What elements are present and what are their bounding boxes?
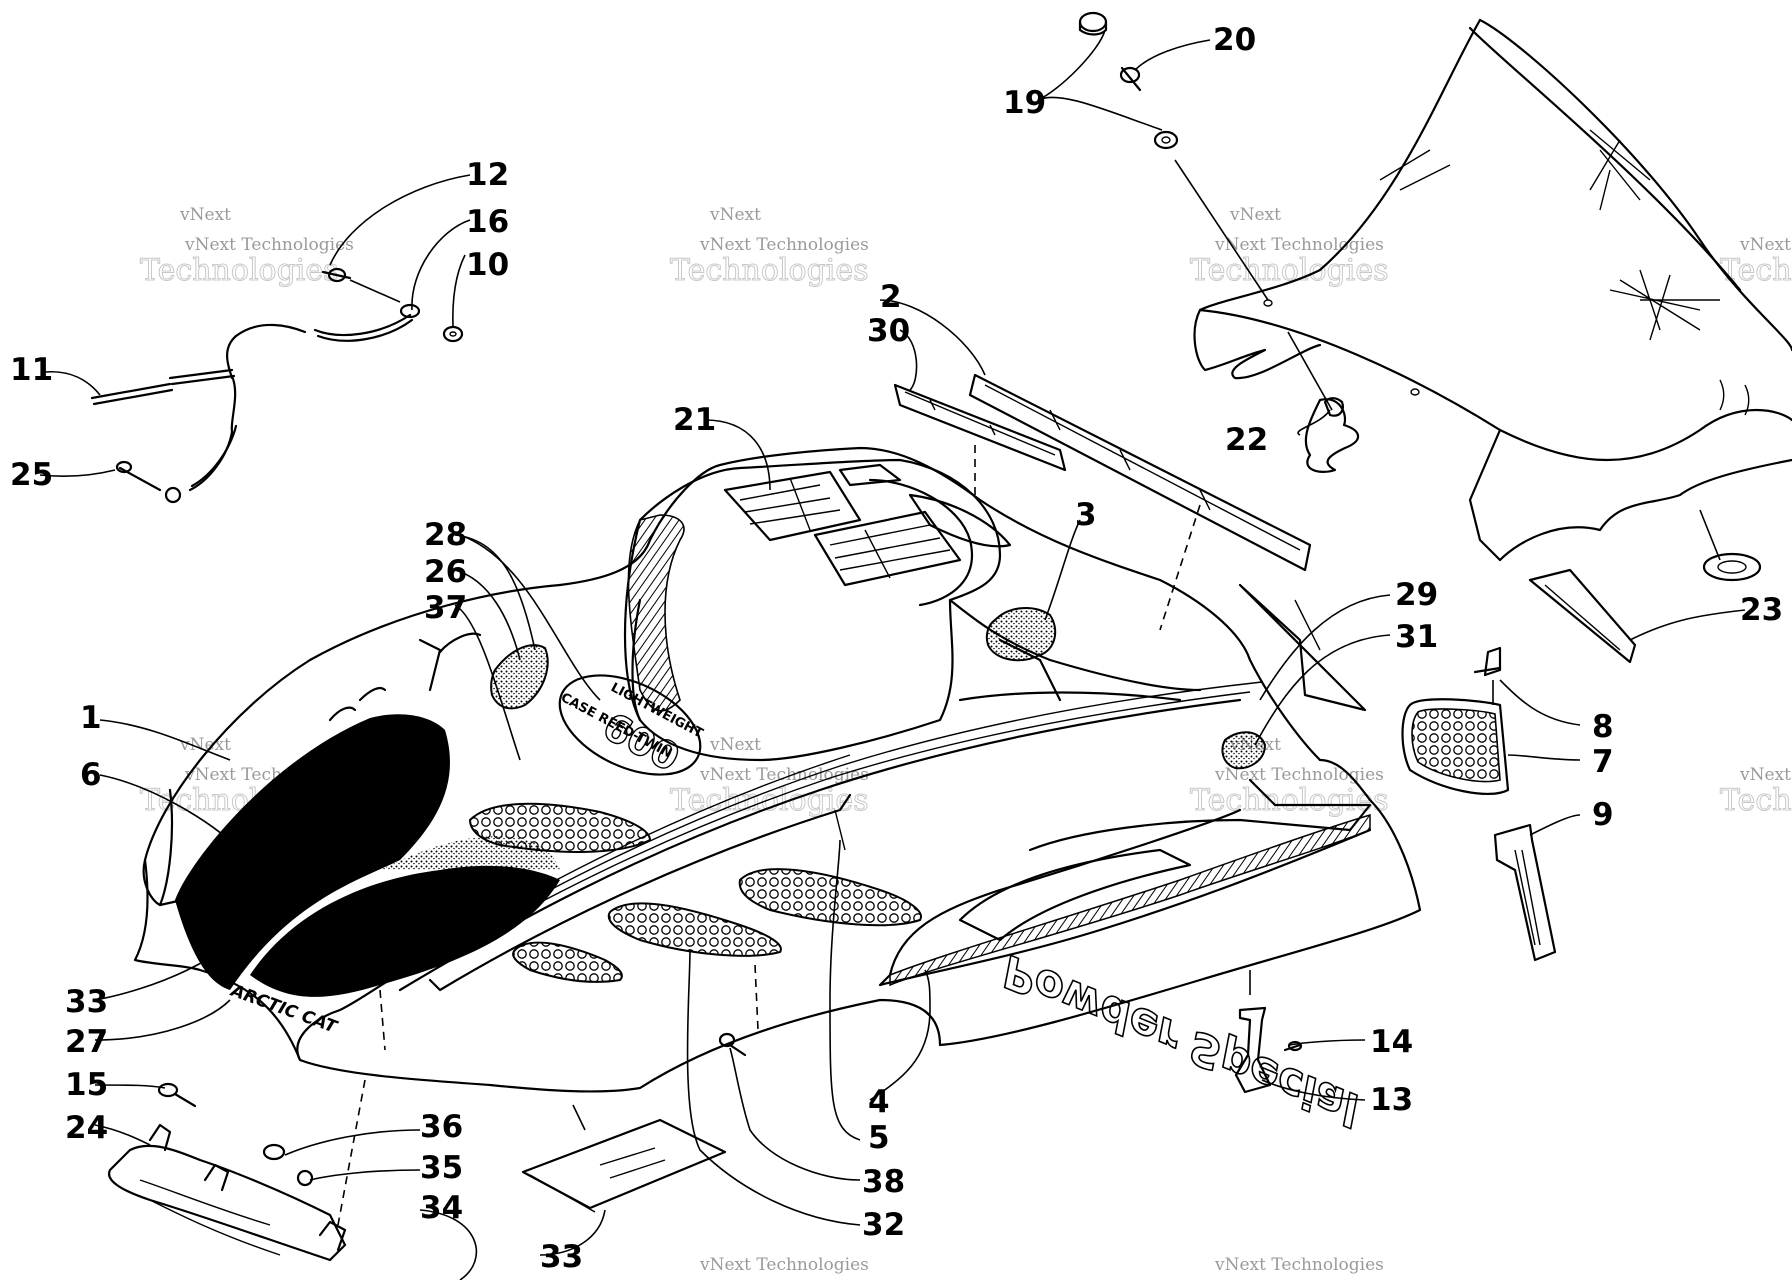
callout-34: 34	[420, 1190, 463, 1226]
callout-2: 2	[880, 279, 902, 315]
callout-9: 9	[1592, 797, 1614, 833]
foam-pad	[213, 880, 265, 914]
vent	[738, 868, 922, 927]
callout-26: 26	[424, 554, 467, 590]
hood: Powder Special LIGHTWEIGHT 600 CASE R	[133, 373, 1422, 1136]
svg-text:vNext: vNext	[179, 735, 231, 755]
svg-text:vNext Technologies: vNext Technologies	[1214, 1255, 1384, 1275]
svg-text:Technologies: Technologies	[140, 253, 339, 288]
callout-6: 6	[80, 757, 102, 793]
foam-pad	[1221, 731, 1267, 770]
foam-pad	[490, 644, 549, 710]
svg-text:vNext Technologies: vNext Technologies	[1739, 235, 1792, 255]
svg-text:vNext Technologies: vNext Technologies	[1214, 765, 1384, 785]
callout-30: 30	[867, 313, 910, 349]
callout-13: 13	[1370, 1082, 1413, 1118]
callout-37: 37	[424, 590, 467, 626]
callout-10: 10	[466, 247, 509, 283]
svg-text:vNext Technologies: vNext Technologies	[1739, 765, 1792, 785]
svg-text:vNext Technologies: vNext Technologies	[184, 235, 354, 255]
callout-33: 33	[65, 984, 108, 1020]
callout-29: 29	[1395, 577, 1438, 613]
callout-32: 32	[862, 1207, 905, 1243]
windshield	[1193, 18, 1792, 562]
leader-lines	[39, 29, 1746, 1280]
watermark: vNext Technologies	[699, 1255, 869, 1275]
watermark: Technologies vNext vNext Technologies	[1190, 205, 1390, 289]
callout-33: 33	[540, 1239, 583, 1275]
svg-text:vNext Technologies: vNext Technologies	[699, 1255, 869, 1275]
nose-intake	[175, 714, 450, 990]
watermark: Technologies vNext vNext Technologies	[140, 205, 354, 289]
callout-31: 31	[1395, 619, 1438, 655]
svg-text:Technologies: Technologies	[1720, 783, 1792, 818]
callout-11: 11	[10, 352, 53, 388]
svg-text:vNext Technologies: vNext Technologies	[699, 235, 869, 255]
vent	[512, 941, 623, 983]
callout-38: 38	[862, 1164, 905, 1200]
vent	[468, 802, 652, 853]
svg-text:vNext: vNext	[709, 205, 761, 225]
svg-text:vNext Technologies: vNext Technologies	[1214, 235, 1384, 255]
side-parts	[107, 445, 1637, 1262]
watermark: Technologies vNext vNext Technologies	[1190, 735, 1390, 819]
callout-12: 12	[466, 157, 509, 193]
svg-text:Technologies: Technologies	[1720, 253, 1792, 288]
svg-text:vNext: vNext	[1229, 205, 1281, 225]
callout-8: 8	[1592, 709, 1614, 745]
callout-3: 3	[1075, 497, 1097, 533]
callouts: 1 2 3 4 5 6 7 8 9 10 11 12 13 14 15 16 1…	[10, 22, 1783, 1275]
svg-text:vNext: vNext	[709, 735, 761, 755]
svg-text:Technologies: Technologies	[670, 253, 869, 288]
watermark: Technologies vNext Technologies	[1720, 765, 1792, 819]
callout-27: 27	[65, 1024, 108, 1060]
callout-20: 20	[1213, 22, 1256, 58]
svg-text:Powder Special: Powder Special	[995, 945, 1368, 1135]
callout-7: 7	[1592, 744, 1614, 780]
callout-16: 16	[466, 204, 509, 240]
watermark: Technologies vNext Technologies	[1720, 235, 1792, 289]
callout-19: 19	[1003, 85, 1046, 121]
callout-14: 14	[1370, 1024, 1413, 1060]
callout-15: 15	[65, 1067, 108, 1103]
vent	[607, 902, 782, 957]
watermark: Technologies vNext vNext Technologies	[670, 205, 870, 289]
callout-5: 5	[868, 1120, 890, 1156]
callout-23: 23	[1740, 592, 1783, 628]
callout-28: 28	[424, 517, 467, 553]
svg-text:Technologies: Technologies	[670, 783, 869, 818]
svg-text:vNext: vNext	[179, 205, 231, 225]
callout-25: 25	[10, 457, 53, 493]
callout-21: 21	[673, 402, 716, 438]
windshield-hardware	[1078, 11, 1762, 582]
callout-1: 1	[80, 700, 102, 736]
foam-pad	[985, 607, 1057, 662]
watermark: vNext Technologies	[1214, 1255, 1384, 1275]
svg-text:Technologies: Technologies	[1190, 783, 1389, 818]
callout-36: 36	[420, 1109, 463, 1145]
callout-24: 24	[65, 1110, 108, 1146]
engine-badge: LIGHTWEIGHT 600 CASE REED-TWIN	[558, 674, 705, 781]
cable-assembly	[90, 267, 464, 504]
callout-4: 4	[868, 1084, 890, 1120]
callout-22: 22	[1225, 422, 1268, 458]
console-decals	[723, 470, 962, 587]
callout-35: 35	[420, 1150, 463, 1186]
